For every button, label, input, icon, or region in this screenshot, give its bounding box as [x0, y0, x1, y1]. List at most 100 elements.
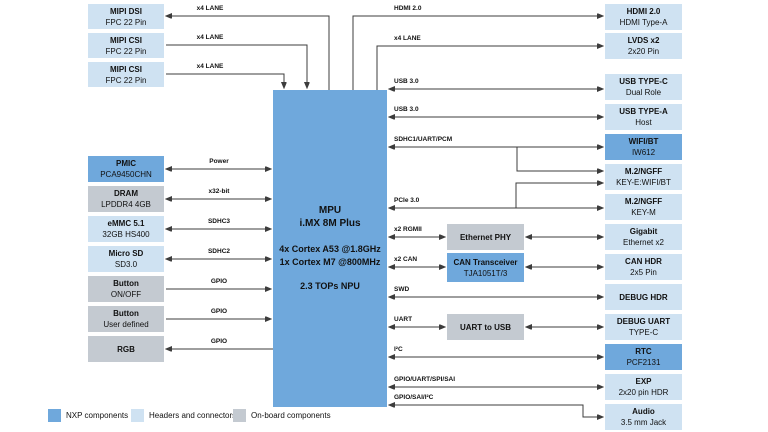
block-m2-key-e: M.2/NGFF KEY-E:WIFI/BT	[605, 164, 682, 190]
block-title: DEBUG UART	[616, 317, 671, 326]
line-sdhc1-branch	[516, 147, 603, 171]
block-button-onoff: Button ON/OFF	[88, 276, 164, 302]
line-audio	[389, 405, 603, 417]
block-usb-type-c: USB TYPE-C Dual Role	[605, 74, 682, 100]
block-title: M.2/NGFF	[624, 197, 663, 206]
block-subtitle: 32GB HS400	[102, 230, 150, 239]
block-subtitle: TJA1051T/3	[463, 268, 508, 278]
line-lvds	[376, 46, 603, 90]
block-debug-hdr: DEBUG HDR	[605, 284, 682, 310]
block-lvds: LVDS x2 2x20 Pin	[605, 33, 682, 59]
block-title: CAN Transceiver	[453, 257, 518, 267]
block-title: USB TYPE-C	[619, 77, 668, 86]
bus-label-power: Power	[209, 158, 229, 165]
block-title: PMIC	[116, 159, 136, 168]
block-title: CAN HDR	[625, 257, 662, 266]
block-mipi-csi-2: MIPI CSI FPC 22 Pin	[88, 62, 164, 87]
block-title: EXP	[635, 377, 652, 386]
bus-label-csi1: x4 LANE	[196, 34, 224, 41]
block-subtitle: LPDDR4 4GB	[101, 200, 151, 209]
block-subtitle: 2x20 Pin	[627, 47, 660, 56]
block-button-user: Button User defined	[88, 306, 164, 332]
block-title: USB TYPE-A	[619, 107, 668, 116]
block-subtitle: FPC 22 Pin	[105, 46, 147, 56]
bus-label-i2c: I²C	[394, 346, 403, 353]
block-subtitle: PCA9450CHN	[100, 170, 152, 179]
line-hdmi	[352, 16, 603, 90]
legend-label: On-board components	[251, 411, 331, 420]
bus-label-csi2: x4 LANE	[196, 63, 224, 70]
bus-label-audio: GPIO/SAI/I²C	[394, 394, 434, 401]
mpu-spec-npu: 2.3 TOPs NPU	[300, 281, 360, 291]
block-title: MIPI DSI	[109, 6, 142, 16]
legend-item-nxp: NXP components	[48, 409, 128, 422]
line-mipi-csi-1	[166, 44, 307, 88]
bus-label-dsi: x4 LANE	[196, 5, 224, 12]
block-subtitle: PCF2131	[626, 358, 661, 367]
mpu-spec-a53: 4x Cortex A53 @1.8GHz	[279, 244, 381, 254]
block-title: Button	[113, 309, 139, 318]
bus-label-gpio1: GPIO	[210, 278, 228, 285]
block-title: UART to USB	[459, 322, 512, 332]
block-exp: EXP 2x20 pin HDR	[605, 374, 682, 400]
block-title: DEBUG HDR	[619, 292, 668, 302]
line-pcie-branch	[515, 183, 603, 208]
block-subtitle: FPC 22 Pin	[105, 75, 147, 85]
block-rgb: RGB	[88, 336, 164, 362]
block-emmc: eMMC 5.1 32GB HS400	[88, 216, 164, 242]
block-subtitle: IW612	[631, 148, 656, 157]
block-gigabit-ethernet: Gigabit Ethernet x2	[605, 224, 682, 250]
block-subtitle: FPC 22 Pin	[105, 17, 147, 27]
block-pmic: PMIC PCA9450CHN	[88, 156, 164, 182]
block-title: Audio	[632, 407, 655, 416]
block-subtitle: SD3.0	[114, 260, 138, 269]
block-dram: DRAM LPDDR4 4GB	[88, 186, 164, 212]
block-uart-to-usb: UART to USB	[447, 314, 524, 340]
block-subtitle: Host	[635, 118, 652, 127]
bus-label-x32bit: x32-bit	[208, 188, 230, 195]
block-title: DRAM	[114, 189, 138, 198]
bus-label-pcie: PCIe 3.0	[394, 197, 420, 204]
block-title: MIPI CSI	[109, 64, 142, 74]
block-rtc: RTC PCF2131	[605, 344, 682, 370]
block-subtitle: User defined	[103, 320, 149, 329]
mpu-spec-m7: 1x Cortex M7 @800MHz	[279, 257, 381, 267]
block-subtitle: HDMI Type-A	[619, 18, 668, 27]
block-subtitle: ON/OFF	[110, 290, 142, 299]
block-title: M.2/NGFF	[624, 167, 663, 176]
block-subtitle: Ethernet x2	[623, 238, 664, 247]
block-subtitle: TYPE-C	[628, 328, 659, 337]
block-subtitle: KEY-M	[631, 208, 656, 217]
block-title: Micro SD	[108, 249, 144, 258]
block-subtitle: KEY-E:WIFI/BT	[616, 178, 671, 187]
block-wifi-bt: WIFI/BT IW612	[605, 134, 682, 160]
block-title: Ethernet PHY	[459, 232, 512, 242]
block-title: Gigabit	[629, 227, 658, 236]
block-can-transceiver: CAN Transceiver TJA1051T/3	[447, 253, 524, 282]
legend-label: Headers and connectors	[149, 411, 237, 420]
bus-label-rgmii: x2 RGMII	[394, 226, 422, 233]
bus-label-gpio2: GPIO	[210, 308, 228, 315]
block-title: HDMI 2.0	[626, 7, 661, 16]
bus-label-sdhc3: SDHC3	[207, 218, 231, 225]
block-subtitle: Dual Role	[625, 88, 662, 97]
block-title: MIPI CSI	[109, 35, 142, 45]
block-subtitle: 3.5 mm Jack	[620, 418, 667, 427]
bus-label-gpio3: GPIO	[210, 338, 228, 345]
legend-item-onboard: On-board components	[233, 409, 331, 422]
block-hdmi: HDMI 2.0 HDMI Type-A	[605, 4, 682, 30]
line-mipi-dsi	[166, 16, 330, 90]
block-usb-type-a: USB TYPE-A Host	[605, 104, 682, 130]
block-subtitle: 2x20 pin HDR	[618, 388, 669, 397]
bus-label-uart: UART	[394, 316, 413, 323]
block-title: Button	[113, 279, 139, 288]
block-title: eMMC 5.1	[107, 219, 145, 228]
legend-item-headers: Headers and connectors	[131, 409, 236, 422]
block-title: LVDS x2	[627, 36, 660, 45]
legend-chip-headers	[131, 409, 144, 422]
block-title: WIFI/BT	[628, 137, 659, 146]
block-ethernet-phy: Ethernet PHY	[447, 224, 524, 250]
bus-label-lvds: x4 LANE	[394, 35, 421, 42]
bus-label-sdhc2: SDHC2	[207, 248, 231, 255]
